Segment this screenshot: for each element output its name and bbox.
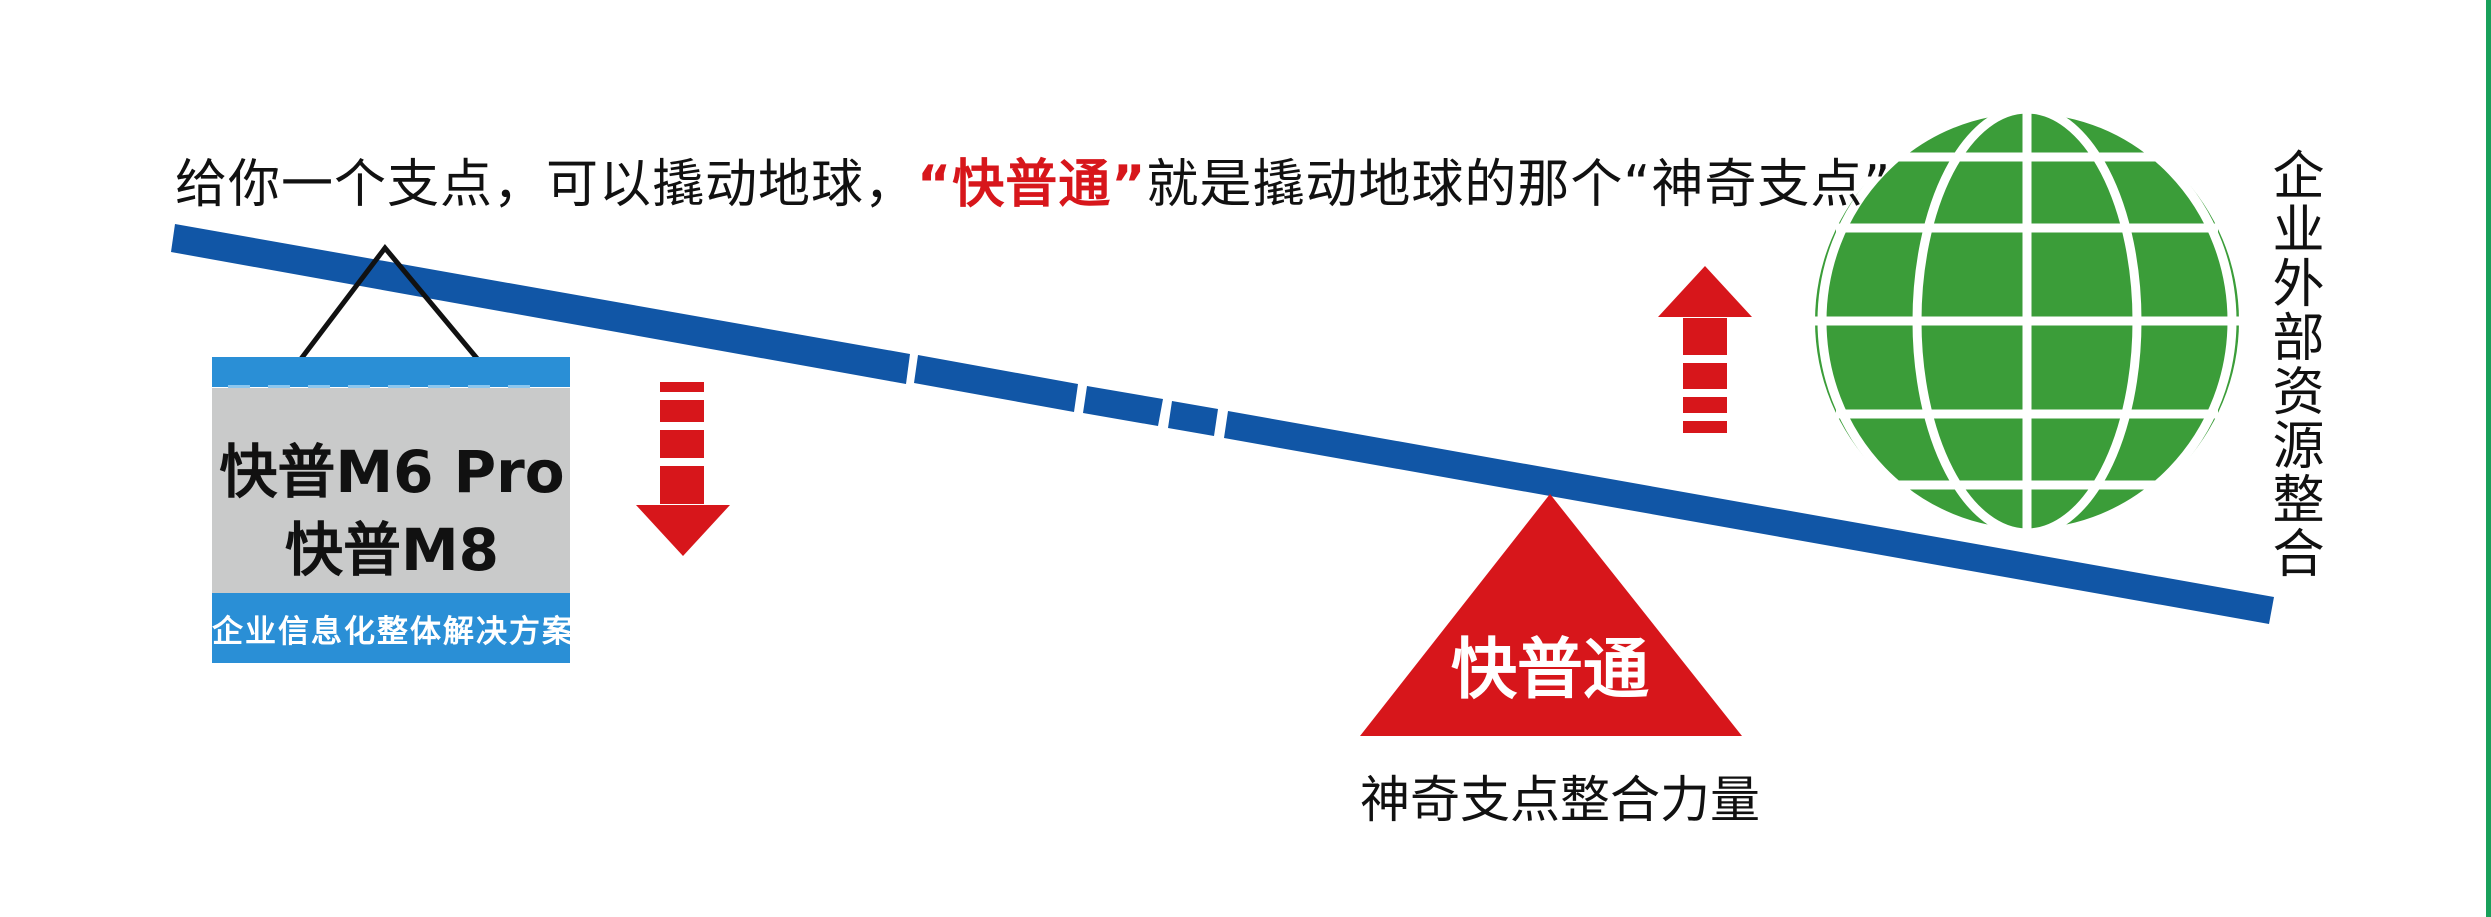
edge-accent-line [2486,0,2491,917]
headline-part1: 给你一个支点，可以撬动地球， [175,155,918,215]
sign-footer: 企业信息化整体解决方案 [212,614,575,650]
hanging-sign [212,357,570,663]
fulcrum-triangle [1360,494,1742,736]
sign-product-line1: 快普M6 Pro [219,438,565,506]
headline-highlight: “快普通” [917,155,1147,215]
globe-side-label: 企业外部资源整合 [2263,148,2323,580]
fulcrum-caption: 神奇支点整合力量 [1360,771,1760,829]
up-arrow-icon [1658,266,1752,433]
lever-beam [171,224,2274,624]
fulcrum-label: 快普通 [1451,631,1649,708]
sign-product-line2: 快普M8 [284,516,500,584]
headline-part2: 就是撬动地球的那个“神奇支点” [1146,155,1892,215]
sign-string [283,243,482,382]
headline: 给你一个支点，可以撬动地球，“快普通”就是撬动地球的那个“神奇支点” [175,142,1891,217]
globe-icon [1815,104,2239,538]
down-arrow-icon [636,382,730,556]
